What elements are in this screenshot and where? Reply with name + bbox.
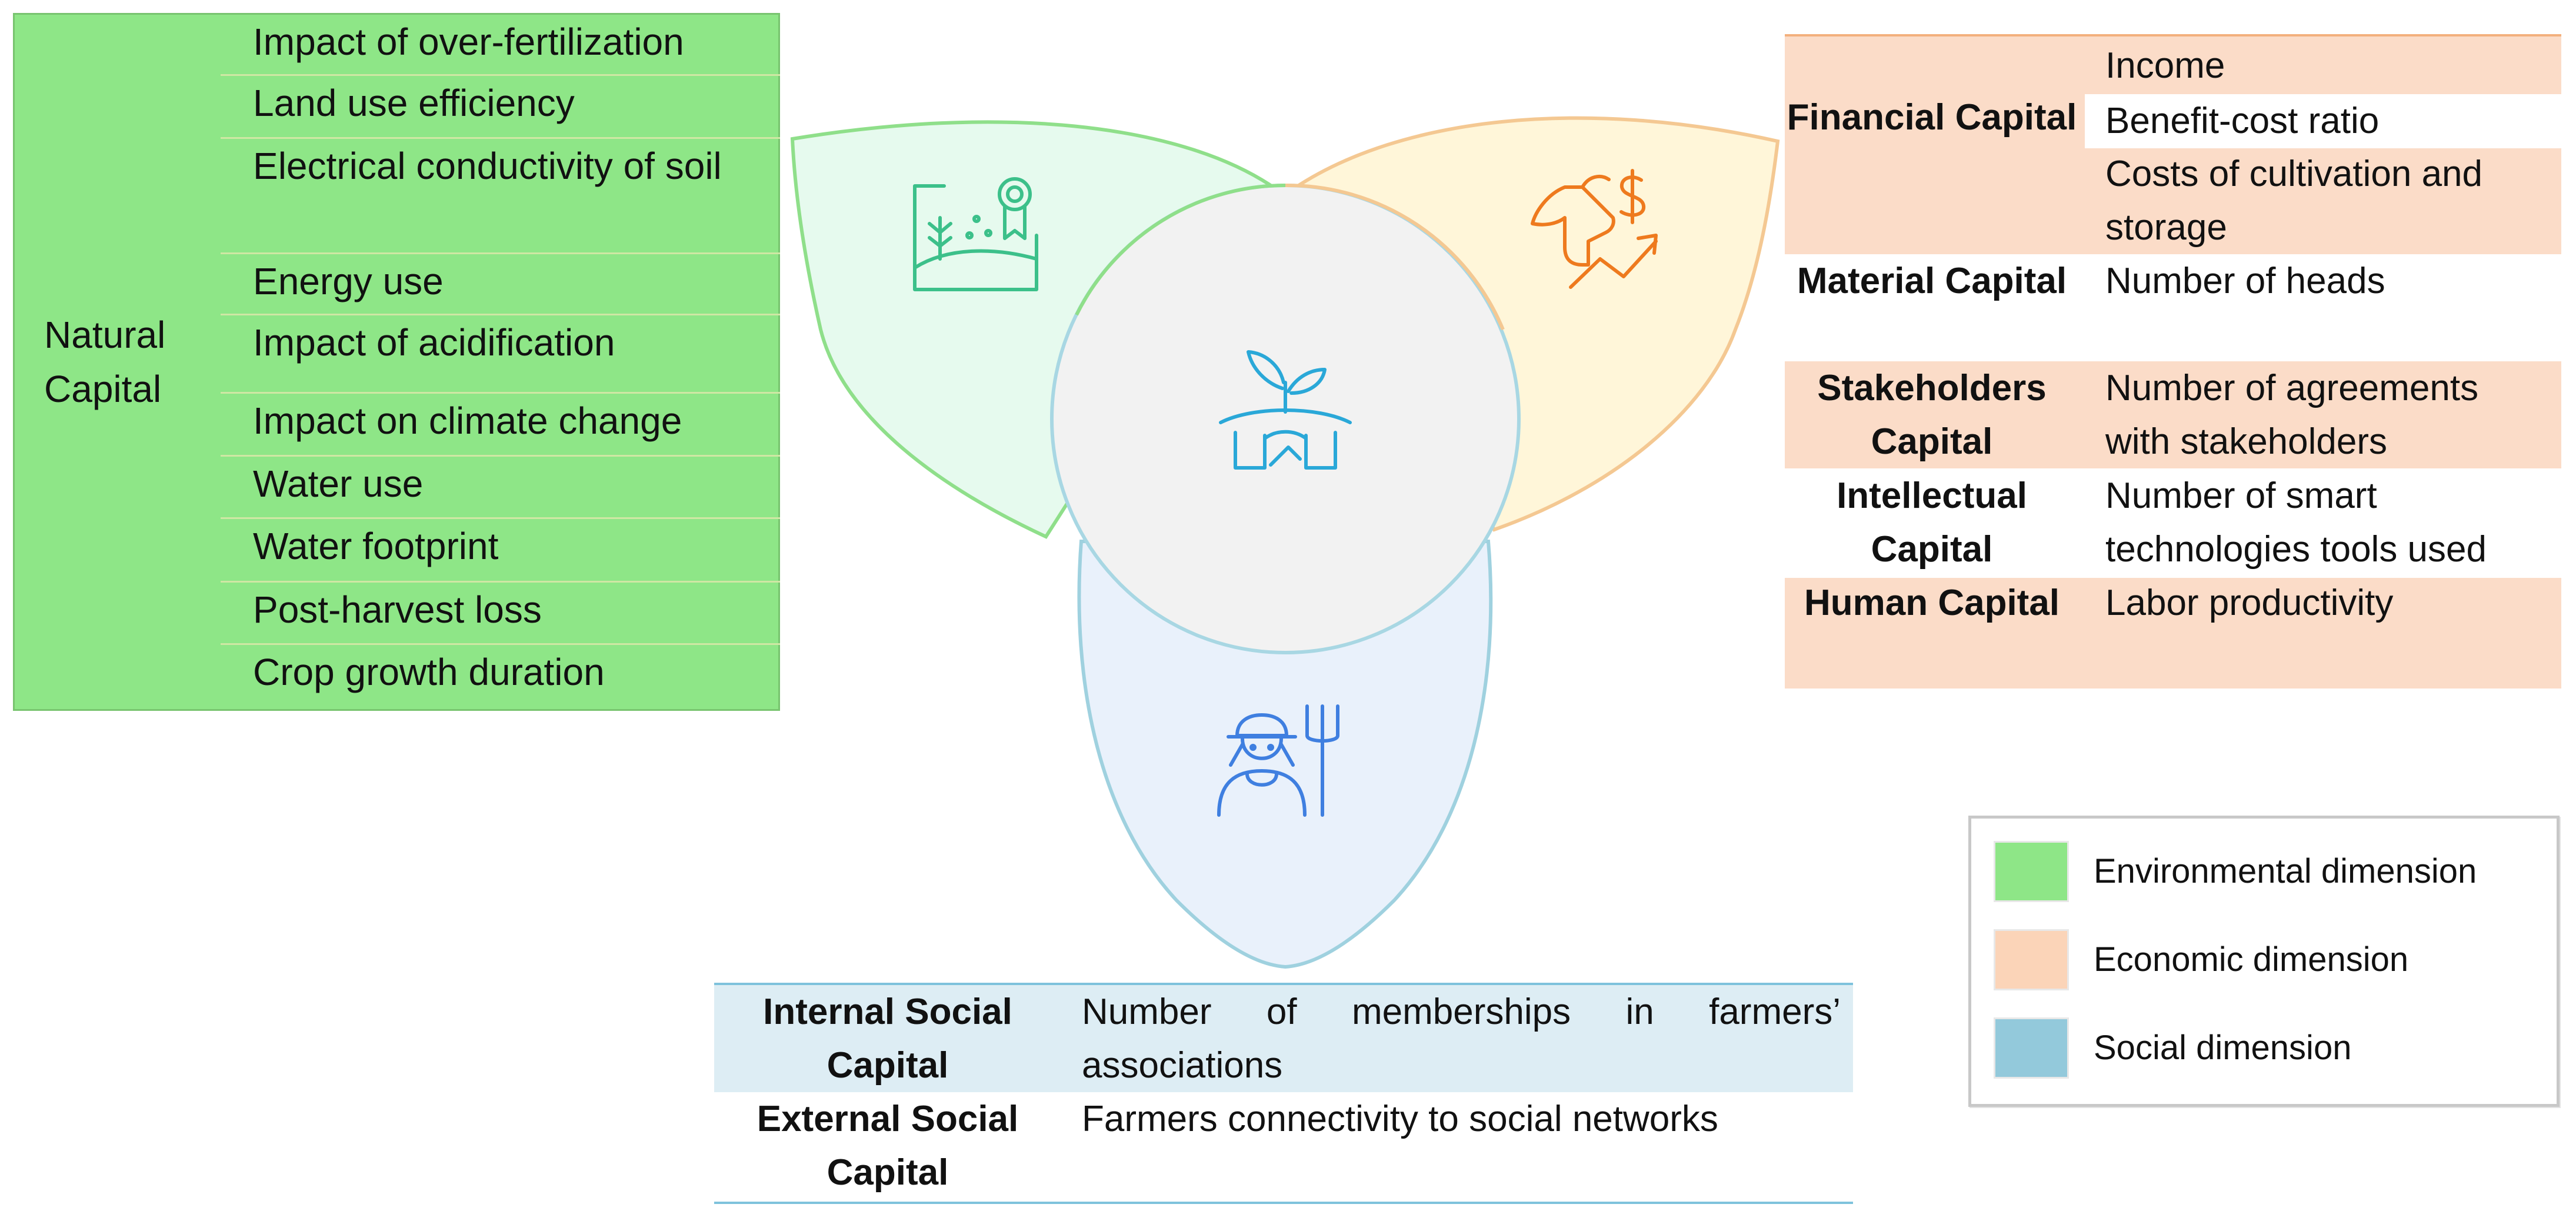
human-capital-label: Human Capital <box>1804 583 2060 623</box>
human-band <box>1785 578 2561 688</box>
internal-social-capital-label: Internal Social Capital <box>763 992 1012 1086</box>
natural-item: Land use efficiency <box>221 76 780 139</box>
legend-label-environmental: Environmental dimension <box>2094 852 2477 890</box>
human-item: Labor productivity <box>2105 583 2394 623</box>
financial-capital-label: Financial Capital <box>1787 97 2077 138</box>
external-social-capital-label: External Social Capital <box>757 1099 1019 1193</box>
natural-item: Impact of acidification <box>221 315 780 394</box>
economic-petal <box>1291 116 1780 532</box>
natural-item: Water footprint <box>221 519 780 583</box>
legend-label-social: Social dimension <box>2094 1029 2352 1067</box>
external-social-item: Farmers connectivity to social networks <box>1082 1099 1718 1139</box>
natural-capital-label-cell: Natural Capital <box>15 15 221 709</box>
financial-item-costs: Costs of cultivation and storage <box>2105 154 2483 248</box>
legend-swatch-social <box>1994 1017 2069 1079</box>
natural-item: Water use <box>221 457 780 519</box>
legend-swatch-environmental <box>1994 841 2069 902</box>
center-circle <box>1050 184 1521 654</box>
natural-item: Impact on climate change <box>221 394 780 457</box>
financial-white-row <box>2085 94 2561 148</box>
intellectual-item: Number of smart technologies tools used <box>2105 475 2487 570</box>
stakeholders-capital-label: Stakeholders Capital <box>1817 368 2047 462</box>
natural-capital-label: Natural Capital <box>44 314 166 410</box>
social-capital-table: Internal Social Capital Number of member… <box>714 983 1853 1204</box>
economic-capital-table: Financial Capital Income Benefit-cost ra… <box>1785 34 2561 688</box>
financial-item-benefit-cost: Benefit-cost ratio <box>2105 101 2380 141</box>
cow-head-dollar-growth-icon <box>1531 169 1658 289</box>
internal-social-band <box>714 985 1853 1092</box>
material-item: Number of heads <box>2105 261 2385 301</box>
natural-item: Post-harvest loss <box>221 583 780 645</box>
natural-capital-table: Natural Capital Impact of over-fertiliza… <box>13 13 780 711</box>
handshake-sprout-icon <box>1219 350 1352 470</box>
legend-label-economic: Economic dimension <box>2094 940 2409 979</box>
financial-item-income: Income <box>2105 45 2225 86</box>
natural-item: Crop growth duration <box>253 651 605 693</box>
legend-swatch-economic <box>1994 929 2069 990</box>
intellectual-capital-label: Intellectual Capital <box>1837 475 2027 570</box>
stakeholders-item: Number of agreements with stakeholders <box>2105 368 2479 462</box>
natural-item: Energy use <box>221 254 780 315</box>
natural-item: Impact of over-fertilization <box>221 15 780 76</box>
internal-social-item: Number of memberships in farmers’ associ… <box>1082 992 1841 1086</box>
legend: Environmental dimension Economic dimensi… <box>1968 816 2560 1107</box>
stakeholders-band <box>1785 361 2561 468</box>
farmer-pitchfork-icon <box>1217 704 1339 817</box>
natural-item: Electrical conductivity of soil <box>221 139 780 254</box>
certificate-landscape-icon <box>913 177 1038 291</box>
material-capital-label: Material Capital <box>1797 261 2067 301</box>
